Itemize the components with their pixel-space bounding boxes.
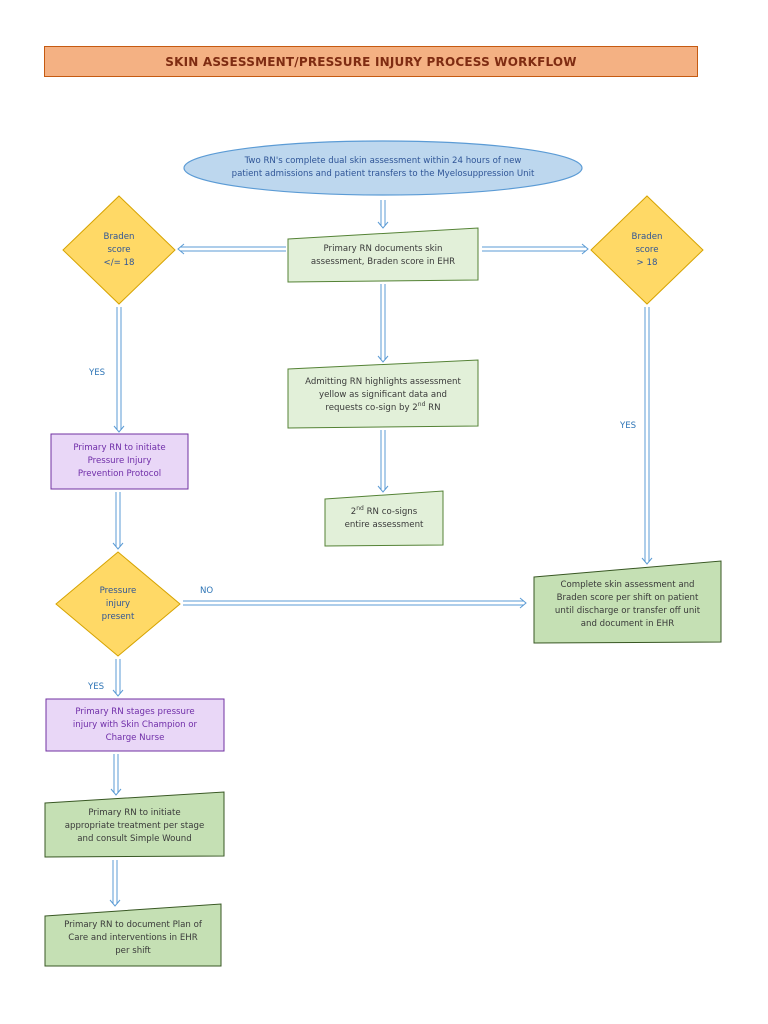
edge-label-yes-present: YES: [88, 682, 105, 692]
pressure-present-node: Pressure injury present: [99, 585, 137, 622]
start-oval: [183, 140, 583, 196]
documents-node: Primary RN documents skin assessment, Br…: [310, 244, 456, 267]
braden-high-node: Braden score > 18: [631, 231, 663, 268]
protocol-box-shape: [50, 433, 189, 490]
braden-low-node: Braden score </= 18: [103, 231, 135, 268]
arrow-pressure-to-complete: [183, 597, 527, 609]
stages-box-shape: [45, 698, 225, 752]
page-title: SKIN ASSESSMENT/PRESSURE INJURY PROCESS …: [44, 46, 698, 77]
highlight-text-end: RN: [425, 402, 441, 413]
treatment-box-shape: [44, 791, 225, 858]
arrow-protocol-to-pressure: [112, 492, 124, 550]
arrow-braden-high-to-complete: [641, 307, 653, 565]
protocol-node: Primary RN to initiate Pressure Injury P…: [73, 443, 166, 479]
arrow-documents-to-braden-low: [177, 243, 286, 255]
pressure-diamond-shape: [55, 551, 181, 657]
arrow-documents-to-braden-high: [482, 243, 589, 255]
treatment-node: Primary RN to initiate appropriate treat…: [64, 808, 205, 844]
stages-node: Primary RN stages pressure injury with S…: [72, 706, 198, 743]
edge-label-no: NO: [200, 586, 214, 596]
edge-label-yes-high: YES: [620, 421, 637, 431]
documents-box-shape: [287, 227, 479, 283]
complete-box-shape: [533, 560, 722, 644]
cosign-box-shape: [324, 490, 444, 547]
highlight-text: Admitting RN highlights assessment yello…: [305, 376, 461, 413]
highlight-superscript: nd: [417, 400, 426, 408]
braden-high-diamond-shape: [590, 195, 704, 305]
arrow-treatment-to-plan: [109, 860, 121, 907]
highlight-node: Admitting RN highlights assessment yello…: [290, 364, 476, 426]
arrow-pressure-to-stages: [112, 659, 124, 697]
cosign-number: 2: [350, 507, 357, 517]
plan-node: Primary RN to document Plan of Care and …: [64, 919, 202, 956]
cosign-text: RN co-signs entire assessment: [344, 507, 424, 530]
arrow-documents-to-highlight: [377, 284, 389, 363]
arrow-highlight-to-cosign: [377, 430, 389, 493]
braden-low-diamond-shape: [62, 195, 176, 305]
plan-box-shape: [44, 903, 222, 967]
cosign-superscript: nd: [356, 505, 364, 513]
start-node: Two RN's complete dual skin assessment w…: [231, 156, 535, 179]
highlight-box-shape: [287, 359, 479, 429]
arrow-stages-to-treatment: [110, 754, 122, 796]
complete-each-shift-node: Complete skin assessment and Braden scor…: [554, 580, 701, 629]
arrow-start-to-documents: [377, 200, 389, 229]
cosign-node: 2nd RN co-signs entire assessment: [327, 494, 441, 544]
edge-label-yes-low: YES: [89, 368, 106, 378]
arrow-braden-low-to-protocol: [113, 307, 125, 433]
